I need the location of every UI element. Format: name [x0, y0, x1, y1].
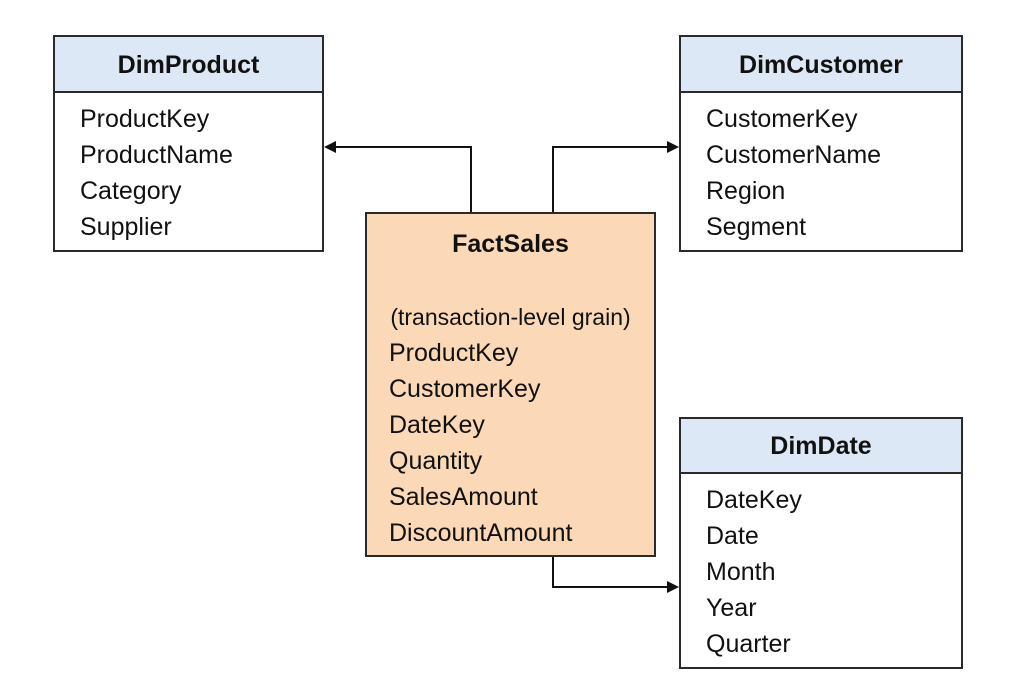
factsales-field-productkey: ProductKey: [389, 339, 519, 367]
dimdate-field-list: DateKey Date Month Year Quarter: [681, 474, 961, 662]
factsales-field-discountamount: DiscountAmount: [389, 519, 573, 547]
dimcustomer-field-customerkey: CustomerKey: [706, 105, 858, 133]
factsales-grain-note: (transaction-level grain): [390, 304, 631, 330]
dimdate-field-quarter: Quarter: [706, 630, 791, 658]
fact-to-dimcustomer-connector: [552, 141, 679, 212]
dimdate-table: DimDate DateKey Date Month Year Quarter: [679, 417, 963, 669]
dimproduct-table: DimProduct ProductKey ProductName Catego…: [53, 35, 324, 252]
dimdate-field-month: Month: [706, 558, 776, 586]
fact-to-dimproduct-connector: [324, 141, 472, 212]
dimdate-title: DimDate: [681, 419, 961, 474]
fact-to-dimdate-connector: [552, 557, 679, 593]
dimcustomer-field-segment: Segment: [706, 213, 807, 241]
factsales-title: FactSales: [452, 230, 569, 258]
dimcustomer-table: DimCustomer CustomerKey CustomerName Reg…: [679, 35, 963, 252]
dimproduct-field-category: Category: [80, 177, 182, 205]
dimcustomer-field-customername: CustomerName: [706, 141, 882, 169]
factsales-field-datekey: DateKey: [389, 411, 485, 439]
dimproduct-field-productkey: ProductKey: [80, 105, 210, 133]
factsales-field-customerkey: CustomerKey: [389, 375, 541, 403]
dimdate-field-date: Date: [706, 522, 759, 550]
factsales-field-quantity: Quantity: [389, 447, 483, 475]
dimcustomer-title: DimCustomer: [681, 37, 961, 93]
dimcustomer-field-list: CustomerKey CustomerName Region Segment: [681, 93, 961, 245]
dimdate-field-year: Year: [706, 594, 757, 622]
dimproduct-field-supplier: Supplier: [80, 213, 172, 241]
factsales-table: FactSales (transaction-level grain) Prod…: [365, 212, 656, 557]
dimproduct-title: DimProduct: [55, 37, 322, 93]
dimcustomer-field-region: Region: [706, 177, 786, 205]
factsales-field-list: ProductKey CustomerKey DateKey Quantity …: [367, 335, 654, 551]
dimdate-field-datekey: DateKey: [706, 486, 802, 514]
factsales-field-salesamount: SalesAmount: [389, 483, 538, 511]
dimproduct-field-productname: ProductName: [80, 141, 233, 169]
dimproduct-field-list: ProductKey ProductName Category Supplier: [55, 93, 322, 245]
